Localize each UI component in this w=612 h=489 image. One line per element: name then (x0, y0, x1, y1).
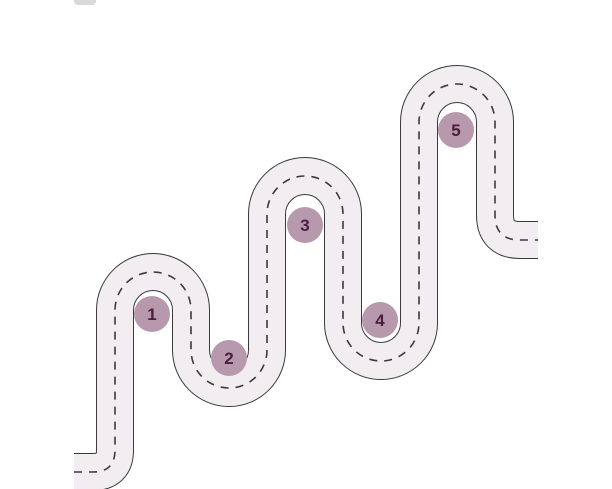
milestone-4-label: 4 (375, 310, 385, 330)
milestone-5-label: 5 (451, 120, 461, 140)
milestone-1-label: 1 (147, 304, 157, 324)
milestone-2: 2 (211, 340, 247, 376)
milestone-4: 4 (362, 302, 398, 338)
milestone-2-label: 2 (224, 348, 234, 368)
milestone-1: 1 (134, 296, 170, 332)
milestone-3: 3 (287, 207, 323, 243)
lane-center-dashes (74, 83, 538, 473)
milestone-5: 5 (438, 112, 474, 148)
corner-tab-mark (74, 0, 96, 5)
milestone-3-label: 3 (300, 215, 310, 235)
